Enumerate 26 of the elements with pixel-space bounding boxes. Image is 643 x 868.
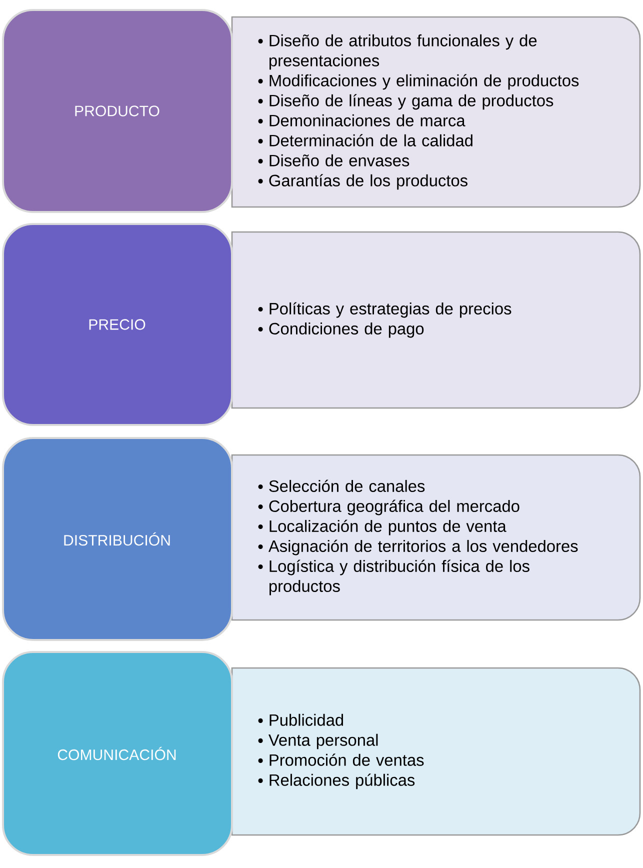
bullet-item: Selección de canales: [258, 480, 425, 492]
list-box: [231, 454, 641, 621]
bullet-item: Publicidad: [258, 714, 344, 726]
bullet-item: Cobertura geográfica del mercado: [258, 500, 520, 516]
bullet-item: Determinación de la calidad: [258, 134, 472, 146]
category-box: PRECIO: [2, 223, 233, 426]
bullet-item: Promoción de ventas: [258, 754, 424, 766]
bullet-item: Localización de puntos de venta: [258, 520, 506, 536]
bullet-item: Condiciones de pago: [258, 322, 424, 338]
bullet-item: Diseño de envases: [258, 154, 410, 166]
list-box: [231, 667, 641, 836]
category-box: COMUNICACIÓN: [2, 651, 233, 856]
category-box: PRODUCTO: [2, 9, 233, 213]
bullet-item: Venta personal: [258, 734, 378, 750]
bullet-item: Modificaciones y eliminación de productos: [258, 74, 579, 90]
bullet-item: Diseño de atributos funcionales y de presentaciones: [258, 34, 537, 70]
bullet-item: Relaciones públicas: [258, 774, 415, 790]
category-box: DISTRIBUCIÓN: [2, 437, 233, 641]
bullet-item: Logística y distribución física de los productos: [258, 560, 530, 596]
bullet-item: Demoninaciones de marca: [258, 114, 466, 126]
bullet-item: Garantías de los productos: [258, 174, 468, 190]
bullet-item: Políticas y estrategias de precios: [258, 302, 512, 318]
list-box: [231, 16, 641, 208]
list-box: [231, 231, 641, 409]
bullet-item: Asignación de territorios a los vendedores: [258, 540, 578, 556]
bullet-item: Diseño de líneas y gama de productos: [258, 94, 554, 110]
